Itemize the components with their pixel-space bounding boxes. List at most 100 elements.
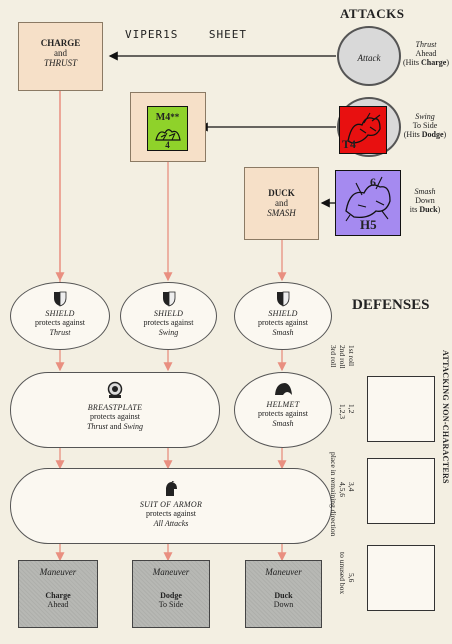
- shield-3-line: protects against: [258, 318, 308, 327]
- duck-smash-tactic-box[interactable]: DUCK and SMASH: [244, 167, 319, 240]
- swing-description: Swing To Side (Hits Dodge): [400, 112, 450, 139]
- non-character-box-3[interactable]: [367, 545, 435, 611]
- breastplate-icon: [107, 381, 123, 398]
- dragon-icon: [347, 112, 381, 144]
- breastplate-line: protects against: [90, 412, 140, 421]
- helmet-line: protects against: [258, 409, 308, 418]
- maneuver-3-name: Duck: [274, 591, 293, 600]
- suit-target: All Attacks: [153, 519, 189, 528]
- maneuver-1-name: Charge: [45, 591, 71, 600]
- shield-3-name: SHIELD: [268, 309, 298, 318]
- sheet-title: VIPER1S SHEET: [125, 28, 247, 41]
- swing-desc-2: To Side: [412, 121, 438, 130]
- smash-description: Smash Down its Duck): [401, 187, 449, 214]
- smash-token-number: 6: [370, 175, 376, 189]
- shield-swing-defense[interactable]: SHIELD protects against Swing: [120, 282, 217, 350]
- thrust-description: Thrust Ahead (Hits Charge): [403, 40, 449, 67]
- breastplate-target-1: Thrust: [86, 422, 108, 431]
- shield-icon: [277, 291, 290, 307]
- breastplate-name: BREASTPLATE: [87, 403, 143, 412]
- maneuver-2-sub: To Side: [158, 600, 184, 609]
- shield-1-line: protects against: [35, 318, 85, 327]
- suit-of-armor-defense[interactable]: SUIT OF ARMOR protects against All Attac…: [10, 468, 332, 544]
- attacks-title: ATTACKS: [340, 6, 405, 21]
- roll-3-label: 3rd roll: [329, 345, 338, 368]
- helmet-name: HELMET: [266, 400, 300, 409]
- thrust-desc-3b: Charge: [421, 58, 447, 67]
- charge-label: CHARGE: [40, 38, 81, 48]
- thrust-desc-1: Thrust: [415, 40, 437, 49]
- maneuver-3-sub: Down: [273, 600, 294, 609]
- shield-smash-defense[interactable]: SHIELD protects against Smash: [234, 282, 332, 350]
- attack-circle-label: Attack: [357, 53, 381, 63]
- swing-attack-token-label: T4: [342, 137, 357, 151]
- maneuver-1-sub: Ahead: [47, 600, 69, 609]
- shield-icon: [162, 291, 175, 307]
- roll-nums-3: 3,4: [347, 482, 356, 492]
- smash-token-label: H5: [360, 217, 377, 232]
- smash-desc-1: Smash: [414, 187, 436, 196]
- shield-3-target: Smash: [272, 328, 294, 337]
- maneuver-3-label: Maneuver: [265, 567, 302, 577]
- shield-2-line: protects against: [143, 318, 194, 327]
- swing-counter-token[interactable]: M4** 4: [147, 106, 188, 151]
- swing-token-code: M4: [155, 112, 171, 123]
- roll-nums-2: 1,2,3: [338, 404, 347, 419]
- swing-token-number: 4: [165, 140, 170, 150]
- swing-token-stars: **: [170, 112, 180, 122]
- attacking-non-characters-title: ATTACKING NON-CHARACTERS: [441, 350, 450, 484]
- monster-icon: [345, 176, 391, 222]
- breastplate-target-2: Swing: [123, 422, 144, 431]
- maneuver-1-label: Maneuver: [39, 567, 77, 577]
- smash-attack-token[interactable]: 6 H5: [335, 170, 401, 236]
- maneuver-charge-box[interactable]: Maneuver Charge Ahead: [18, 560, 98, 628]
- roll-nums-1: 1,2: [347, 404, 356, 414]
- helmet-defense[interactable]: HELMET protects against Smash: [234, 372, 332, 448]
- maneuver-duck-box[interactable]: Maneuver Duck Down: [245, 560, 322, 628]
- shield-icon: [54, 291, 67, 307]
- smash-label: SMASH: [267, 208, 296, 218]
- thrust-attack-circle[interactable]: Attack: [337, 26, 401, 86]
- defenses-title: DEFENSES: [352, 297, 430, 313]
- shield-thrust-defense[interactable]: SHIELD protects against Thrust: [10, 282, 110, 350]
- swing-knight-icon: [154, 129, 181, 141]
- breastplate-defense[interactable]: BREASTPLATE protects against Thrust and …: [10, 372, 220, 448]
- thrust-desc-3c: ): [446, 58, 449, 67]
- duck-label: DUCK: [268, 188, 295, 198]
- swing-desc-3c: ): [443, 130, 447, 139]
- maneuver-2-name: Dodge: [160, 591, 182, 600]
- swing-desc-3b: Dodge: [421, 130, 444, 139]
- duck-and: and: [275, 198, 288, 208]
- suit-name: SUIT OF ARMOR: [139, 500, 203, 509]
- non-character-box-1[interactable]: [367, 376, 435, 442]
- breastplate-and: and: [109, 422, 122, 431]
- charge-and: and: [54, 48, 67, 58]
- roll-nums-5: 5,6: [347, 573, 356, 583]
- roll-nums-4: 4,5,6: [338, 482, 347, 497]
- non-character-box-2[interactable]: [367, 458, 435, 524]
- smash-desc-3b: Duck: [419, 205, 438, 214]
- shield-1-target: Thrust: [49, 328, 71, 337]
- place-remaining-text: place in remaining direction: [329, 452, 338, 537]
- shield-1-name: SHIELD: [45, 309, 75, 318]
- swing-desc-1: Swing: [415, 112, 435, 121]
- thrust-label: THRUST: [43, 58, 77, 68]
- roll-2-label: 2nd roll: [338, 345, 347, 369]
- shield-2-name: SHIELD: [153, 309, 184, 318]
- smash-desc-3c: ): [437, 205, 441, 214]
- swing-attack-token[interactable]: T4: [339, 106, 387, 154]
- thrust-desc-2: Ahead: [415, 49, 437, 58]
- helmet-target: Smash: [272, 419, 294, 428]
- thrust-desc-3a: (Hits: [403, 58, 421, 67]
- helmet-icon: [275, 383, 292, 395]
- smash-desc-3a: its: [409, 205, 420, 214]
- swing-desc-3a: (Hits: [403, 130, 422, 139]
- maneuver-dodge-box[interactable]: Maneuver Dodge To Side: [132, 560, 210, 628]
- armor-helm-icon: [166, 481, 177, 496]
- maneuver-2-label: Maneuver: [152, 567, 190, 577]
- unused-box-text: to unused box: [338, 552, 347, 595]
- charge-thrust-tactic-box[interactable]: CHARGE and THRUST: [18, 22, 103, 91]
- suit-line: protects against: [146, 509, 196, 518]
- roll-1-label: 1st roll: [347, 345, 356, 367]
